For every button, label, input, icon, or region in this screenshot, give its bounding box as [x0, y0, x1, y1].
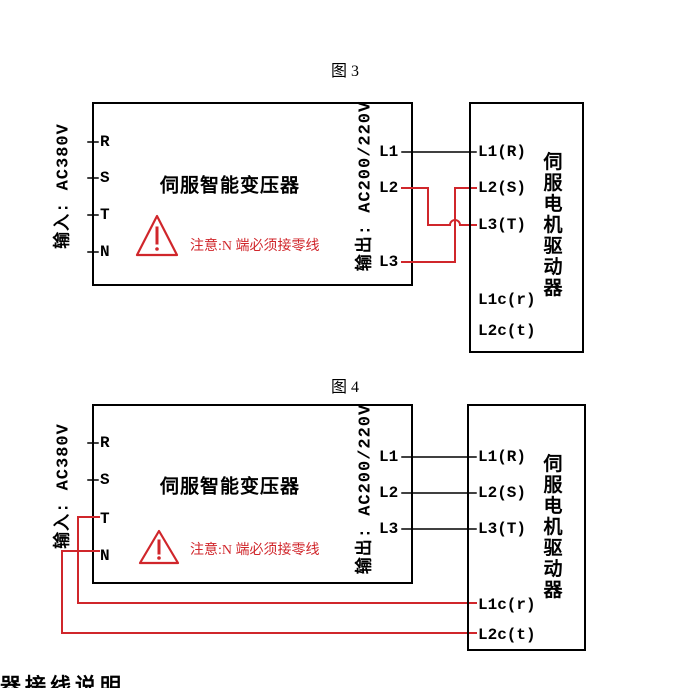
driver-terminal-l1c: L1c(r) — [478, 291, 536, 309]
driver-terminal-l3t: L3(T) — [478, 216, 527, 234]
output-terminal-l3: L3 — [379, 253, 399, 271]
transformer-box — [92, 102, 413, 286]
driver-terminal-l2c: L2c(t) — [478, 322, 536, 340]
input-label: 输入: AC380V — [54, 123, 74, 249]
input-terminal-ticks — [87, 442, 99, 481]
driver-terminal-l3t: L3(T) — [478, 520, 527, 538]
input-terminal-r: R — [100, 434, 110, 452]
driver-terminal-l2s: L2(S) — [478, 484, 527, 502]
output-terminal-l1: L1 — [379, 448, 399, 466]
wire-t-to-l1c — [77, 516, 477, 604]
warning-text: 注意:N 端必须接零线 — [190, 543, 320, 558]
transformer-title: 伺服智能变压器 — [159, 174, 301, 197]
driver-box — [469, 102, 584, 353]
output-label: 输出: AC200/220V — [356, 403, 376, 575]
input-terminal-s: S — [100, 169, 110, 187]
warning-icon — [138, 529, 180, 565]
output-terminal-l2: L2 — [379, 484, 399, 502]
driver-box — [467, 404, 586, 651]
figure-caption: 图 4 — [330, 379, 360, 396]
figure-3 — [87, 102, 584, 353]
driver-terminal-l2c: L2c(t) — [478, 626, 536, 644]
warning-icon — [135, 214, 179, 257]
output-terminal-l1: L1 — [379, 143, 399, 161]
wire-l2-to-l3t — [401, 187, 477, 226]
footer-clip: 器接线说明 — [0, 674, 150, 688]
footer-heading: 器接线说明 — [0, 674, 125, 688]
output-terminal-l2: L2 — [379, 179, 399, 197]
input-terminal-r: R — [100, 133, 110, 151]
driver-terminal-l2s: L2(S) — [478, 179, 527, 197]
figure-caption: 图 3 — [330, 63, 360, 80]
driver-terminal-l1r: L1(R) — [478, 448, 527, 466]
driver-terminal-l1r: L1(R) — [478, 143, 527, 161]
transformer-title: 伺服智能变压器 — [159, 475, 301, 498]
input-terminal-t: T — [100, 510, 110, 528]
warning-text: 注意:N 端必须接零线 — [190, 239, 320, 254]
wire-n-to-l2c — [61, 550, 477, 634]
input-terminal-n: N — [100, 547, 110, 565]
input-terminal-ticks — [87, 141, 99, 253]
wire-l3-to-l2s — [401, 187, 477, 263]
input-label: 输入: AC380V — [54, 423, 74, 549]
input-terminal-n: N — [100, 243, 110, 261]
input-terminal-s: S — [100, 471, 110, 489]
output-terminal-l3: L3 — [379, 520, 399, 538]
output-label: 输出: AC200/220V — [356, 100, 376, 272]
driver-terminal-l1c: L1c(r) — [478, 596, 536, 614]
driver-title: 伺服电机驱动器 — [540, 151, 563, 299]
driver-title: 伺服电机驱动器 — [540, 453, 563, 601]
input-terminal-t: T — [100, 206, 110, 224]
transformer-box — [92, 404, 413, 584]
figure-4 — [61, 404, 586, 651]
